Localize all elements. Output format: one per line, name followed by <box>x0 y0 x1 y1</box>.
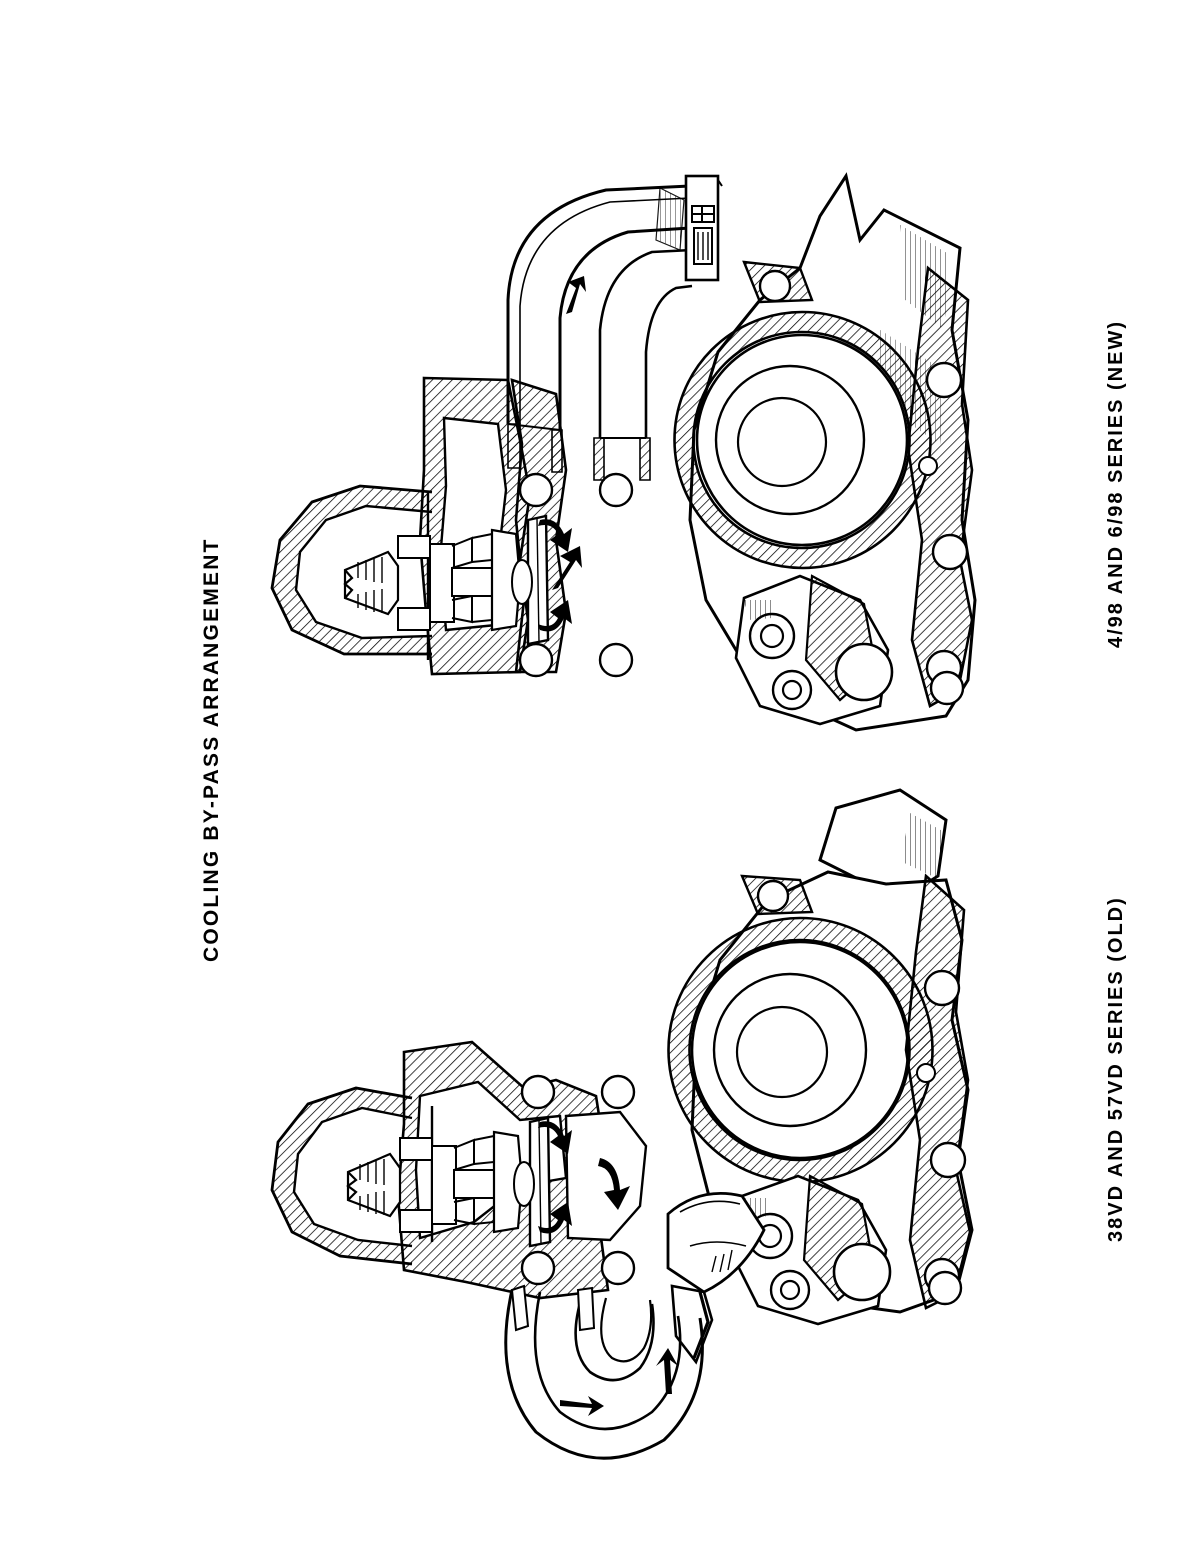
cast-by-pass-loop-old <box>504 1284 704 1460</box>
flow-arrows-old <box>538 1121 678 1416</box>
thermostat-upper-outlet-arrow <box>538 1121 572 1154</box>
hose-flow-arrow <box>566 276 586 314</box>
impeller-bores-old <box>690 940 910 1160</box>
thermostat-cap-old <box>270 1086 413 1266</box>
thermostat-cap-new <box>270 484 433 656</box>
thermostat-element-old <box>346 1106 552 1248</box>
thermostat-lower-outlet-arrow <box>538 1202 572 1234</box>
thermostat-lower-outlet-arrow <box>538 600 572 632</box>
figure-new-group <box>270 172 977 732</box>
figure-old-group <box>270 788 974 1460</box>
page-title: COOLING BY-PASS ARRANGEMENT <box>200 537 223 962</box>
passage-down-arrow <box>598 1158 630 1210</box>
outlet-neck-old <box>818 788 948 902</box>
figure-caption-new: 4/98 AND 6/98 SERIES (NEW) <box>1105 319 1127 648</box>
hose-clamp-new[interactable] <box>684 174 723 282</box>
pump-inlet-arrow <box>552 546 582 590</box>
figure-caption-old: 38VD AND 57VD SERIES (OLD) <box>1105 896 1127 1242</box>
thermostat-element-new <box>343 492 550 660</box>
upper-boss-new <box>742 260 814 304</box>
pump-casting-wall-new <box>673 310 932 570</box>
mounting-flange-new <box>906 265 974 708</box>
bypass-loop-arrow-right <box>656 1348 678 1394</box>
by-pass-hose-new <box>506 184 693 481</box>
lower-boss-cluster-old <box>732 1174 963 1326</box>
bypass-loop-arrow-left <box>560 1396 604 1416</box>
impeller-bores-new <box>695 333 909 547</box>
flow-arrows-new <box>538 276 586 632</box>
thermostat-upper-outlet-arrow <box>538 519 572 552</box>
upper-boss-old <box>740 874 814 916</box>
lower-boss-cluster-new <box>734 574 965 726</box>
